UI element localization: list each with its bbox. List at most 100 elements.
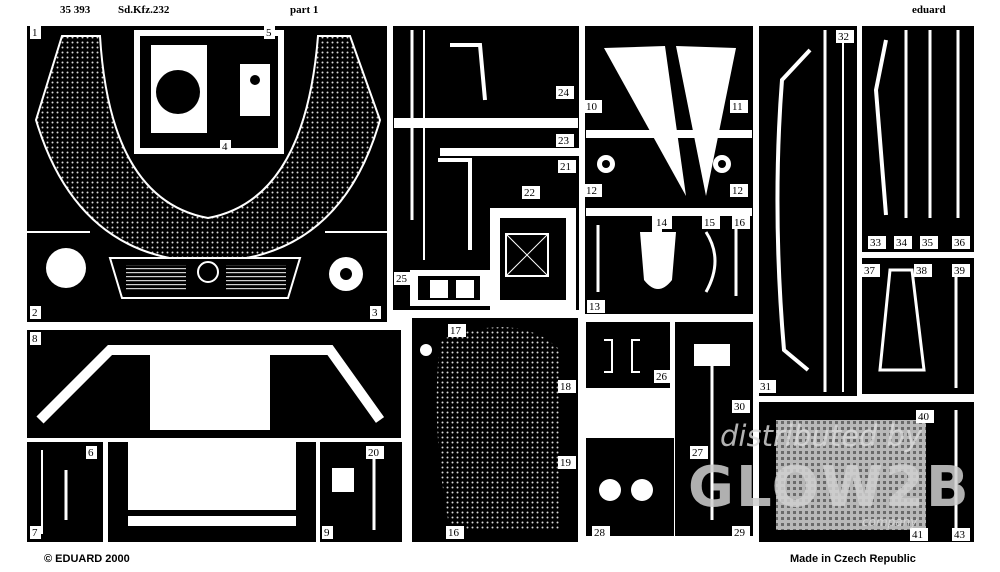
part-number-12: 12	[732, 185, 743, 197]
part-number-39: 39	[954, 265, 966, 277]
part-38-39-frame	[878, 268, 926, 372]
part-number-bg	[952, 236, 970, 249]
part-4-hole	[156, 70, 200, 114]
copyright-text: © EDUARD 2000	[44, 553, 130, 565]
part-number-19: 19	[560, 457, 572, 469]
part-number-17: 17	[450, 325, 462, 337]
watermark-distributed-by: distributed by	[720, 419, 923, 453]
part-number-bg	[654, 216, 672, 229]
hull-mesh-outline	[34, 35, 382, 264]
part-42-tread-plate	[776, 420, 926, 530]
subject-name: Sd.Kfz.232	[118, 4, 170, 16]
part-number-38: 38	[916, 265, 928, 277]
part-number-bg	[910, 528, 928, 541]
part-number-bg	[730, 184, 748, 197]
part-number-30: 30	[734, 401, 746, 413]
part-number-bg	[448, 324, 466, 337]
part-number-bg	[30, 332, 41, 345]
sprue-bar-1	[394, 118, 578, 128]
part-number-bg	[558, 380, 576, 393]
part-number-15: 15	[704, 217, 716, 229]
part-number-8: 8	[32, 333, 38, 345]
part-number-29: 29	[734, 527, 746, 539]
part-number-bg	[916, 410, 934, 423]
part-number-bg	[522, 186, 540, 199]
part-12-hole-right	[718, 160, 726, 168]
part-number-7: 7	[32, 527, 38, 539]
part-number-bg	[446, 526, 464, 539]
part-number-bg	[732, 526, 750, 539]
part-number-bg	[264, 26, 275, 39]
part-8-lower-strip	[128, 516, 296, 526]
part-number-bg	[690, 446, 708, 459]
part-8-plate	[150, 350, 270, 430]
part-17-disc	[420, 344, 432, 356]
part-number-bg	[836, 30, 854, 43]
part-2-disc	[46, 248, 86, 288]
part-number-bg	[86, 446, 97, 459]
part-number-28: 28	[594, 527, 606, 539]
part-number-11: 11	[732, 101, 743, 113]
part-number-bg	[322, 526, 333, 539]
part-5-hole	[250, 75, 260, 85]
part-number-25: 25	[396, 273, 408, 285]
part-number-bg	[587, 300, 605, 313]
part-number-9: 9	[324, 527, 330, 539]
part-number-24: 24	[558, 87, 570, 99]
part-label: part 1	[290, 4, 318, 16]
part-number-36: 36	[954, 237, 966, 249]
part-number-bg	[868, 236, 886, 249]
part-22-box	[505, 233, 549, 277]
part-number-26: 26	[656, 371, 668, 383]
part-number-40: 40	[918, 411, 930, 423]
grille-right	[226, 265, 286, 291]
part-3-hole	[340, 268, 352, 280]
watermark-logo: GLOW2B	[688, 455, 971, 520]
part-number-bg	[702, 216, 720, 229]
part-23-rod	[438, 158, 472, 250]
part-number-14: 14	[656, 217, 668, 229]
part-11-flap	[676, 46, 736, 196]
part-22-hole	[500, 218, 566, 300]
part-27-left	[604, 339, 613, 373]
part-number-10: 10	[586, 101, 598, 113]
part-15-arc	[704, 231, 717, 293]
part-number-bg	[370, 306, 381, 319]
part-21-clip	[332, 468, 354, 492]
part-number-bg	[920, 236, 938, 249]
part-number-bg	[758, 380, 776, 393]
part-number-3: 3	[372, 307, 378, 319]
part-number-6: 6	[88, 447, 94, 459]
part-number-bg	[952, 264, 970, 277]
sprue-bar-2	[440, 148, 580, 156]
part-number-35: 35	[922, 237, 934, 249]
part-number-5: 5	[266, 27, 272, 39]
part-number-bg	[558, 456, 576, 469]
part-number-31: 31	[760, 381, 771, 393]
hatch-circle	[197, 261, 219, 283]
part-number-12: 12	[586, 185, 597, 197]
part-14-shovel	[640, 232, 676, 289]
part-number-1: 1	[32, 27, 38, 39]
part-number-21: 21	[560, 161, 571, 173]
part-number-bg	[894, 236, 912, 249]
part-number-bg	[584, 184, 602, 197]
part-number-bg	[732, 400, 750, 413]
part-number-bg	[30, 306, 41, 319]
part-number-18: 18	[560, 381, 572, 393]
part-number-33: 33	[870, 237, 882, 249]
part-number-20: 20	[368, 447, 380, 459]
part-number-bg	[592, 526, 610, 539]
part-number-2: 2	[32, 307, 38, 319]
part-number-16: 16	[734, 217, 746, 229]
watermark-company: company	[862, 515, 918, 529]
part-number-bg	[584, 100, 602, 113]
part-19-mesh	[436, 327, 560, 530]
part-22-cross-b	[505, 233, 549, 277]
part-number-27: 27	[692, 447, 704, 459]
hull-mesh-part	[36, 36, 380, 262]
part-number-bg	[30, 26, 41, 39]
part-28-disc	[631, 479, 653, 501]
part-25-rod	[450, 43, 487, 101]
